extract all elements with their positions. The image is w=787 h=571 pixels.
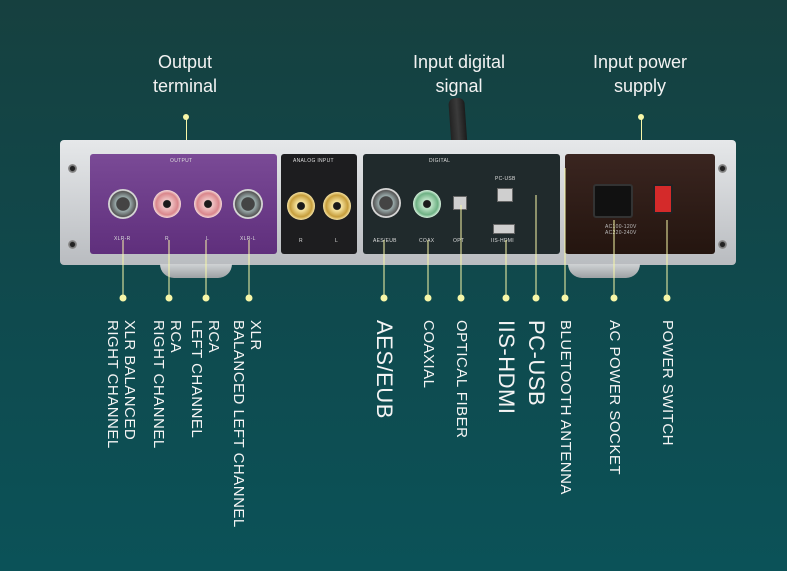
device-foot xyxy=(568,264,640,278)
xlr-right-connector xyxy=(108,189,138,219)
l-in-label: L xyxy=(335,238,339,244)
label-xlr-balanced-left: XLR BALANCED LEFT CHANNEL xyxy=(230,320,264,528)
analog-input-section: ANALOG INPUT R L xyxy=(281,154,357,254)
aes-label: AES/EUB xyxy=(373,238,397,244)
output-section: OUTPUT XLR-R R L XLR-L xyxy=(90,154,277,254)
screw-icon xyxy=(68,240,77,249)
l-out-label: L xyxy=(206,236,210,242)
iis-label: IIS-HDMI xyxy=(491,238,514,244)
rca-left-in-connector xyxy=(323,192,351,220)
coaxial-connector xyxy=(413,190,441,218)
aes-ebu-connector xyxy=(371,188,401,218)
label-bluetooth-antenna: BLUETOOTH ANTENNA xyxy=(557,320,574,495)
device-foot xyxy=(160,264,232,278)
label-ac-power-socket: AC POWER SOCKET xyxy=(606,320,623,476)
label-iis-hdmi: IIS-HDMI xyxy=(494,320,519,415)
screw-icon xyxy=(718,164,727,173)
pc-usb-title: PC-USB xyxy=(495,176,516,182)
heading-output-terminal: Output terminal xyxy=(152,52,218,96)
power-switch xyxy=(653,184,673,214)
rca-left-out-connector xyxy=(194,190,222,218)
r-in-label: R xyxy=(299,238,303,244)
analog-section-title: ANALOG INPUT xyxy=(293,158,334,164)
screw-icon xyxy=(718,240,727,249)
xlr-left-connector xyxy=(233,189,263,219)
coax-label: COAX xyxy=(419,238,435,244)
label-aes-eub: AES/EUB xyxy=(372,320,397,419)
digital-section-title: DIGITAL xyxy=(429,158,451,164)
voltage-text: AC100-120V AC220-240V xyxy=(605,224,637,236)
screw-icon xyxy=(68,164,77,173)
ac-power-socket xyxy=(593,184,633,218)
opt-label: OPT xyxy=(453,238,465,244)
label-pc-usb: PC-USB xyxy=(524,320,549,407)
output-section-title: OUTPUT xyxy=(170,158,193,164)
hdmi-port xyxy=(493,224,515,234)
heading-input-power-supply: Input power supply xyxy=(592,52,688,96)
usb-b-port xyxy=(497,188,513,202)
optical-port xyxy=(453,196,467,210)
xlr-r-label: XLR-R xyxy=(114,236,131,242)
label-xlr-balanced-right: XLR BALANCED RIGHT CHANNEL xyxy=(104,320,138,449)
heading-input-digital-signal: Input digital signal xyxy=(412,52,506,96)
label-coaxial: COAXIAL xyxy=(420,320,437,389)
heading-dot-power xyxy=(638,114,644,120)
label-rca-left: RCA LEFT CHANNEL xyxy=(188,320,222,439)
label-rca-right: RCA RIGHT CHANNEL xyxy=(150,320,184,449)
r-out-label: R xyxy=(165,236,169,242)
device-rear-panel: OUTPUT XLR-R R L XLR-L ANALOG INPUT R L … xyxy=(60,140,736,278)
heading-dot-output xyxy=(183,114,189,120)
xlr-l-label: XLR-L xyxy=(240,236,256,242)
label-power-switch: POWER SWITCH xyxy=(659,320,676,446)
label-optical-fiber: OPTICAL FIBER xyxy=(453,320,470,439)
digital-input-section: DIGITAL PC-USB AES/EUB COAX OPT IIS-HDMI xyxy=(363,154,560,254)
rca-right-out-connector xyxy=(153,190,181,218)
rca-right-in-connector xyxy=(287,192,315,220)
power-section: AC100-120V AC220-240V xyxy=(565,154,715,254)
